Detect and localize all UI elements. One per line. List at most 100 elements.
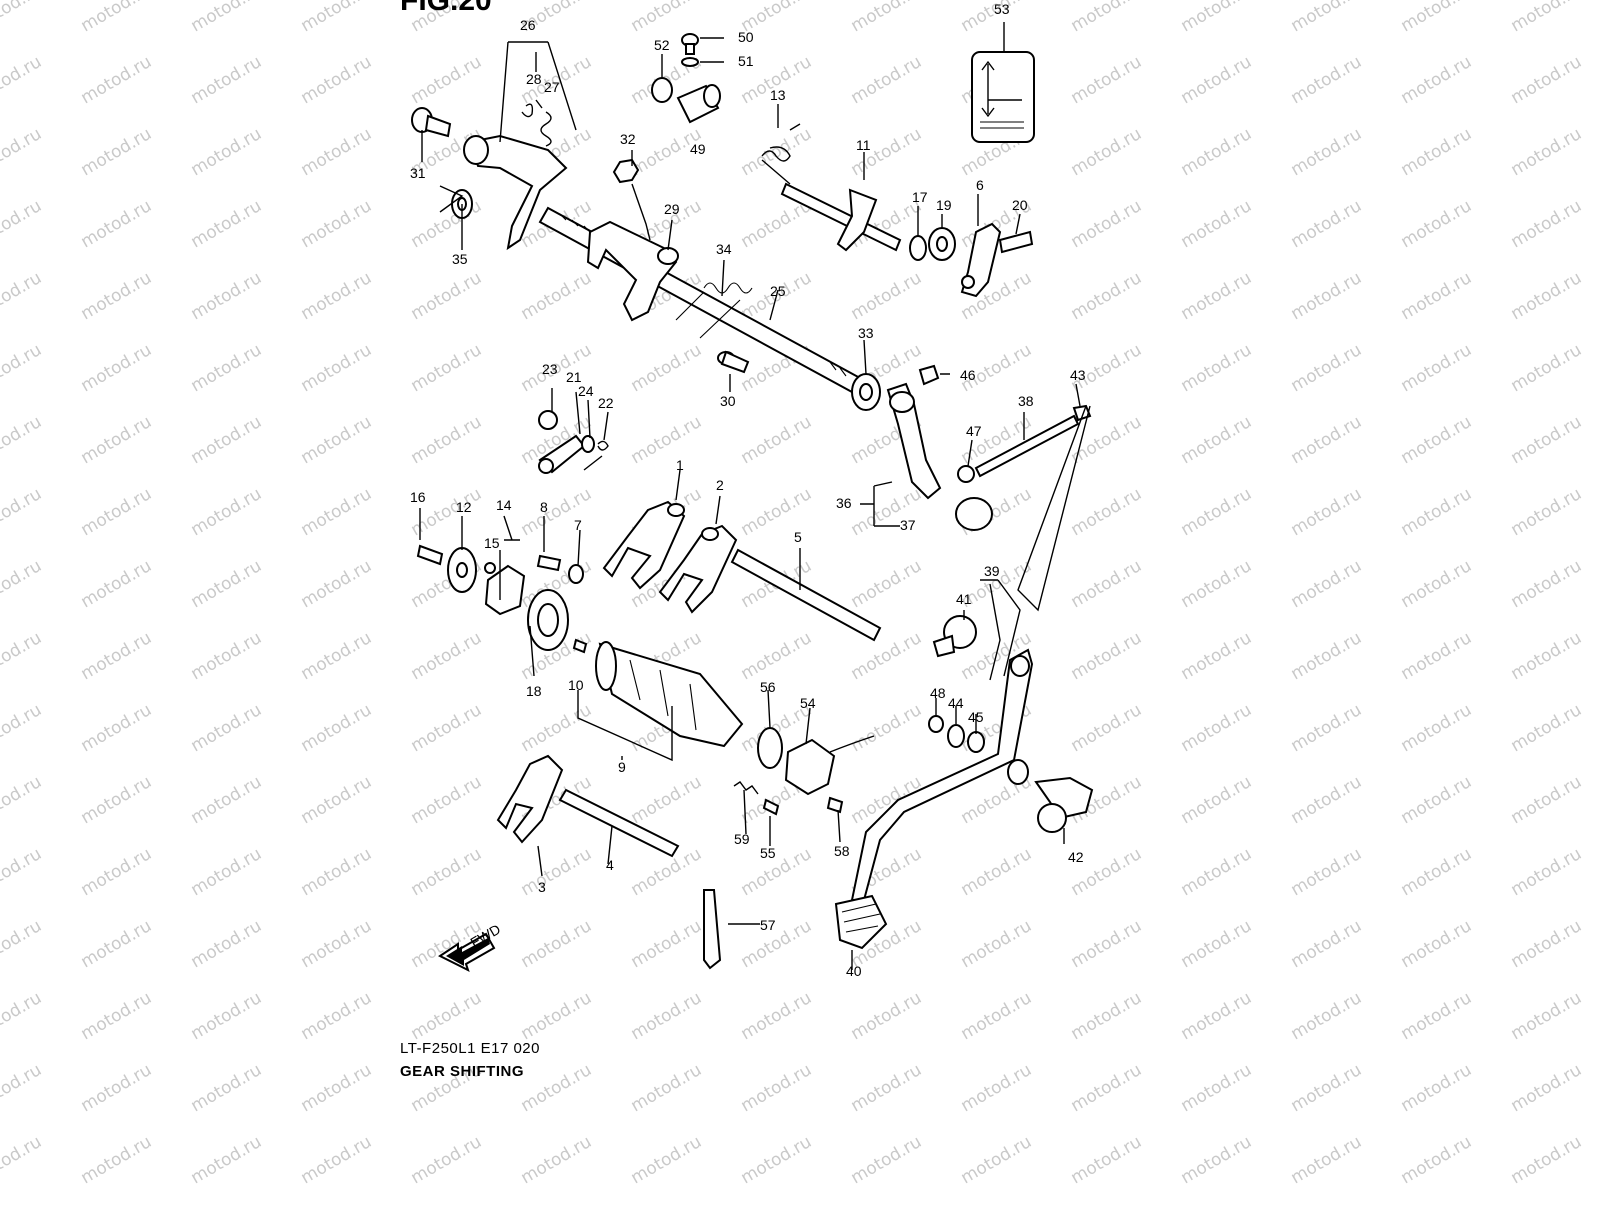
watermark-text: motod.ru bbox=[78, 268, 156, 324]
part-bolt-58 bbox=[826, 796, 844, 814]
watermark-text: motod.ru bbox=[738, 988, 816, 1044]
watermark-text: motod.ru bbox=[1398, 412, 1476, 468]
watermark-text: motod.ru bbox=[1398, 916, 1476, 972]
watermark-text: motod.ru bbox=[1288, 1060, 1366, 1116]
watermark-text: motod.ru bbox=[188, 340, 266, 396]
callout-40: 40 bbox=[846, 963, 862, 979]
watermark-text: motod.ru bbox=[518, 484, 596, 540]
watermark-text: motod.ru bbox=[1068, 1132, 1146, 1188]
watermark-text: motod.ru bbox=[1178, 52, 1256, 108]
callout-59: 59 bbox=[734, 831, 750, 847]
watermark-text: motod.ru bbox=[518, 916, 596, 972]
part-pin-55 bbox=[762, 798, 780, 816]
part-washer-44 bbox=[947, 724, 965, 748]
watermark-text: motod.ru bbox=[1288, 772, 1366, 828]
callout-54: 54 bbox=[800, 695, 816, 711]
callout-20: 20 bbox=[1012, 197, 1028, 213]
part-washer-24 bbox=[581, 435, 595, 453]
watermark-text: motod.ru bbox=[1288, 484, 1366, 540]
watermark-text: motod.ru bbox=[298, 844, 376, 900]
watermark-text: motod.ru bbox=[298, 412, 376, 468]
part-ball-joint-37 bbox=[955, 497, 993, 531]
watermark-text: motod.ru bbox=[78, 196, 156, 252]
watermark-text: motod.ru bbox=[1398, 772, 1476, 828]
part-shaft-4 bbox=[558, 788, 680, 858]
part-shift-shaft-25 bbox=[538, 206, 862, 394]
callout-35: 35 bbox=[452, 251, 468, 267]
watermark-text: motod.ru bbox=[628, 1060, 706, 1116]
callout-34: 34 bbox=[716, 241, 732, 257]
callout-37: 37 bbox=[900, 517, 916, 533]
watermark-text: motod.ru bbox=[848, 988, 926, 1044]
callout-3: 3 bbox=[538, 879, 546, 895]
callout-4: 4 bbox=[606, 857, 614, 873]
watermark-text: motod.ru bbox=[738, 412, 816, 468]
watermark-text: motod.ru bbox=[78, 484, 156, 540]
part-washer-7 bbox=[568, 564, 584, 584]
watermark-text: motod.ru bbox=[628, 0, 706, 36]
part-fork-1 bbox=[602, 500, 686, 590]
part-oring-48 bbox=[928, 715, 944, 733]
watermark-text: motod.ru bbox=[518, 700, 596, 756]
callout-42: 42 bbox=[1068, 849, 1084, 865]
watermark-text: motod.ru bbox=[518, 844, 596, 900]
part-switch-54 bbox=[784, 735, 875, 796]
watermark-text: motod.ru bbox=[298, 1132, 376, 1188]
watermark-text: motod.ru bbox=[1508, 556, 1586, 612]
watermark-text: motod.ru bbox=[298, 556, 376, 612]
callout-32: 32 bbox=[620, 131, 636, 147]
watermark-text: motod.ru bbox=[1398, 628, 1476, 684]
part-bearing-33 bbox=[851, 373, 881, 411]
watermark-text: motod.ru bbox=[1288, 988, 1366, 1044]
part-rod-38 bbox=[974, 414, 1080, 478]
watermark-text: motod.ru bbox=[408, 988, 486, 1044]
callout-18: 18 bbox=[526, 683, 542, 699]
watermark-text: motod.ru bbox=[1288, 52, 1366, 108]
watermark-text: motod.ru bbox=[1398, 844, 1476, 900]
part-cam-plate-14 bbox=[484, 564, 526, 616]
watermark-text: motod.ru bbox=[1288, 196, 1366, 252]
watermark-text: motod.ru bbox=[1508, 52, 1586, 108]
watermark-text: motod.ru bbox=[188, 772, 266, 828]
watermark-text: motod.ru bbox=[1068, 988, 1146, 1044]
watermark-text: motod.ru bbox=[1398, 700, 1476, 756]
watermark-text: motod.ru bbox=[188, 844, 266, 900]
part-spring-13 bbox=[761, 123, 801, 185]
watermark-text: motod.ru bbox=[298, 52, 376, 108]
part-spring-22 bbox=[583, 440, 609, 471]
watermark-text: motod.ru bbox=[188, 412, 266, 468]
part-spring-34 bbox=[675, 282, 753, 339]
watermark-text: motod.ru bbox=[1178, 772, 1256, 828]
fwd-direction-icon: FWD bbox=[438, 921, 503, 972]
watermark-text: motod.ru bbox=[1398, 52, 1476, 108]
callout-53: 53 bbox=[994, 1, 1010, 17]
callout-33: 33 bbox=[858, 325, 874, 341]
watermark-text: motod.ru bbox=[78, 1132, 156, 1188]
watermark-text: motod.ru bbox=[1288, 268, 1366, 324]
watermark-text: motod.ru bbox=[1398, 484, 1476, 540]
watermark-text: motod.ru bbox=[1178, 556, 1256, 612]
callout-10: 10 bbox=[568, 677, 584, 693]
watermark-text: motod.ru bbox=[1068, 916, 1146, 972]
watermark-text: motod.ru bbox=[1508, 340, 1586, 396]
callout-labels: 1 2 3 4 5 6 7 8 9 10 11 12 13 14 15 16 1… bbox=[410, 1, 1086, 979]
callout-5: 5 bbox=[794, 529, 802, 545]
callout-39: 39 bbox=[984, 563, 1000, 579]
callout-13: 13 bbox=[770, 87, 786, 103]
watermark-text: motod.ru bbox=[518, 268, 596, 324]
watermark-text: motod.ru bbox=[628, 1132, 706, 1188]
watermark-text: motod.ru bbox=[738, 484, 816, 540]
callout-45: 45 bbox=[968, 709, 984, 725]
watermark-text: motod.ru bbox=[78, 916, 156, 972]
watermark-text: motod.ru bbox=[738, 844, 816, 900]
callout-30: 30 bbox=[720, 393, 736, 409]
watermark-text: motod.ru bbox=[628, 772, 706, 828]
watermark-text: motod.ru bbox=[0, 340, 45, 396]
callout-7: 7 bbox=[574, 517, 582, 533]
part-pin-15 bbox=[484, 562, 496, 574]
part-oring-56 bbox=[757, 727, 783, 769]
watermark-text: motod.ru bbox=[78, 700, 156, 756]
watermark-text: motod.ru bbox=[1178, 1060, 1256, 1116]
part-bolt-30 bbox=[717, 350, 750, 374]
